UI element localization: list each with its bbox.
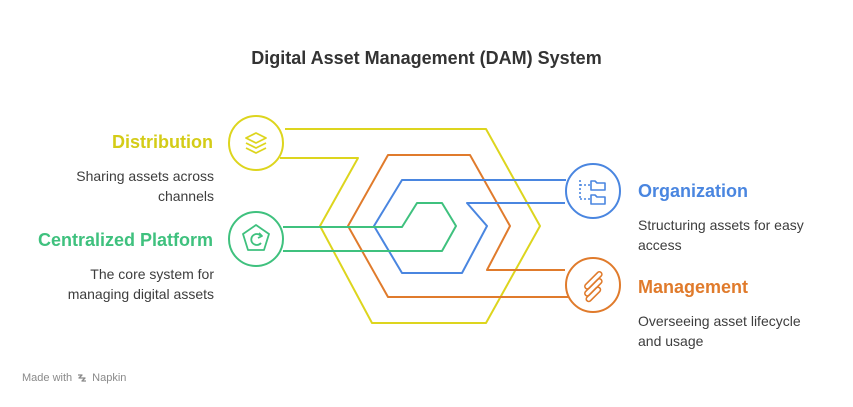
- made-with-napkin-footer[interactable]: Made with Napkin: [22, 372, 126, 384]
- centralized-platform-description: The core system for managing digital ass…: [0, 264, 214, 304]
- distribution-desc-line-1: Sharing assets across: [76, 168, 214, 184]
- distribution-connector: [280, 128, 541, 324]
- napkin-logo-icon: [78, 374, 87, 382]
- made-with-label: Made with: [22, 372, 73, 384]
- pentagon-refresh-icon: [242, 224, 270, 251]
- distribution-desc-line-2: channels: [157, 188, 214, 204]
- organization-connector: [373, 179, 566, 274]
- organization-heading: Organization: [638, 181, 749, 201]
- organization-desc-line-1: Structuring assets for easy: [638, 217, 804, 233]
- page-title: Digital Asset Management (DAM) System: [251, 48, 602, 68]
- napkin-brand: Napkin: [92, 372, 127, 384]
- organization-desc-line-2: access: [638, 237, 682, 253]
- distribution-heading: Distribution: [112, 132, 213, 152]
- distribution-description: Sharing assets across channels: [0, 166, 214, 206]
- management-description: Overseeing asset lifecycle and usage: [638, 311, 838, 351]
- management-connector: [347, 154, 570, 298]
- organization-description: Structuring assets for easy access: [638, 215, 838, 255]
- distribution-node: [228, 115, 284, 171]
- management-desc-line-2: and usage: [638, 333, 704, 349]
- management-node: [565, 257, 621, 313]
- centralized-platform-node: [228, 211, 284, 267]
- centralized-platform-heading: Centralized Platform: [37, 230, 213, 250]
- organization-node: [565, 163, 621, 219]
- centralized-platform-desc-line-2: managing digital assets: [67, 286, 214, 302]
- layers-icon: [245, 132, 267, 154]
- brush-tools-icon: [584, 271, 603, 303]
- management-desc-line-1: Overseeing asset lifecycle: [638, 313, 801, 329]
- centralized-platform-desc-line-1: The core system for: [90, 266, 214, 282]
- centralized-platform-connector: [283, 202, 457, 252]
- management-heading: Management: [638, 277, 749, 297]
- folder-tree-icon: [579, 180, 606, 205]
